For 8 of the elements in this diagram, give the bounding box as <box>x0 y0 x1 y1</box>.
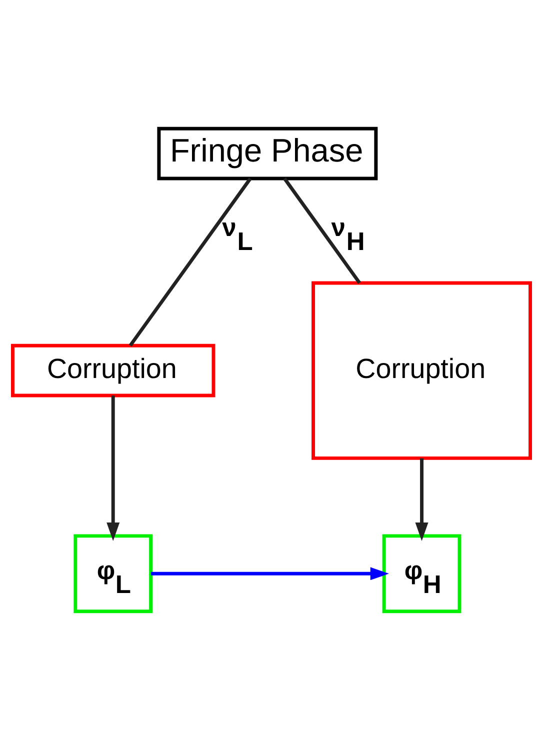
connector <box>283 177 361 284</box>
node-box: Corruption <box>11 343 216 397</box>
arrow <box>415 458 428 541</box>
node-box: Corruption <box>312 280 532 460</box>
arrow <box>106 395 120 541</box>
node-box: Fringe Phase <box>157 126 378 180</box>
arrow <box>151 566 389 580</box>
connector <box>128 177 252 346</box>
